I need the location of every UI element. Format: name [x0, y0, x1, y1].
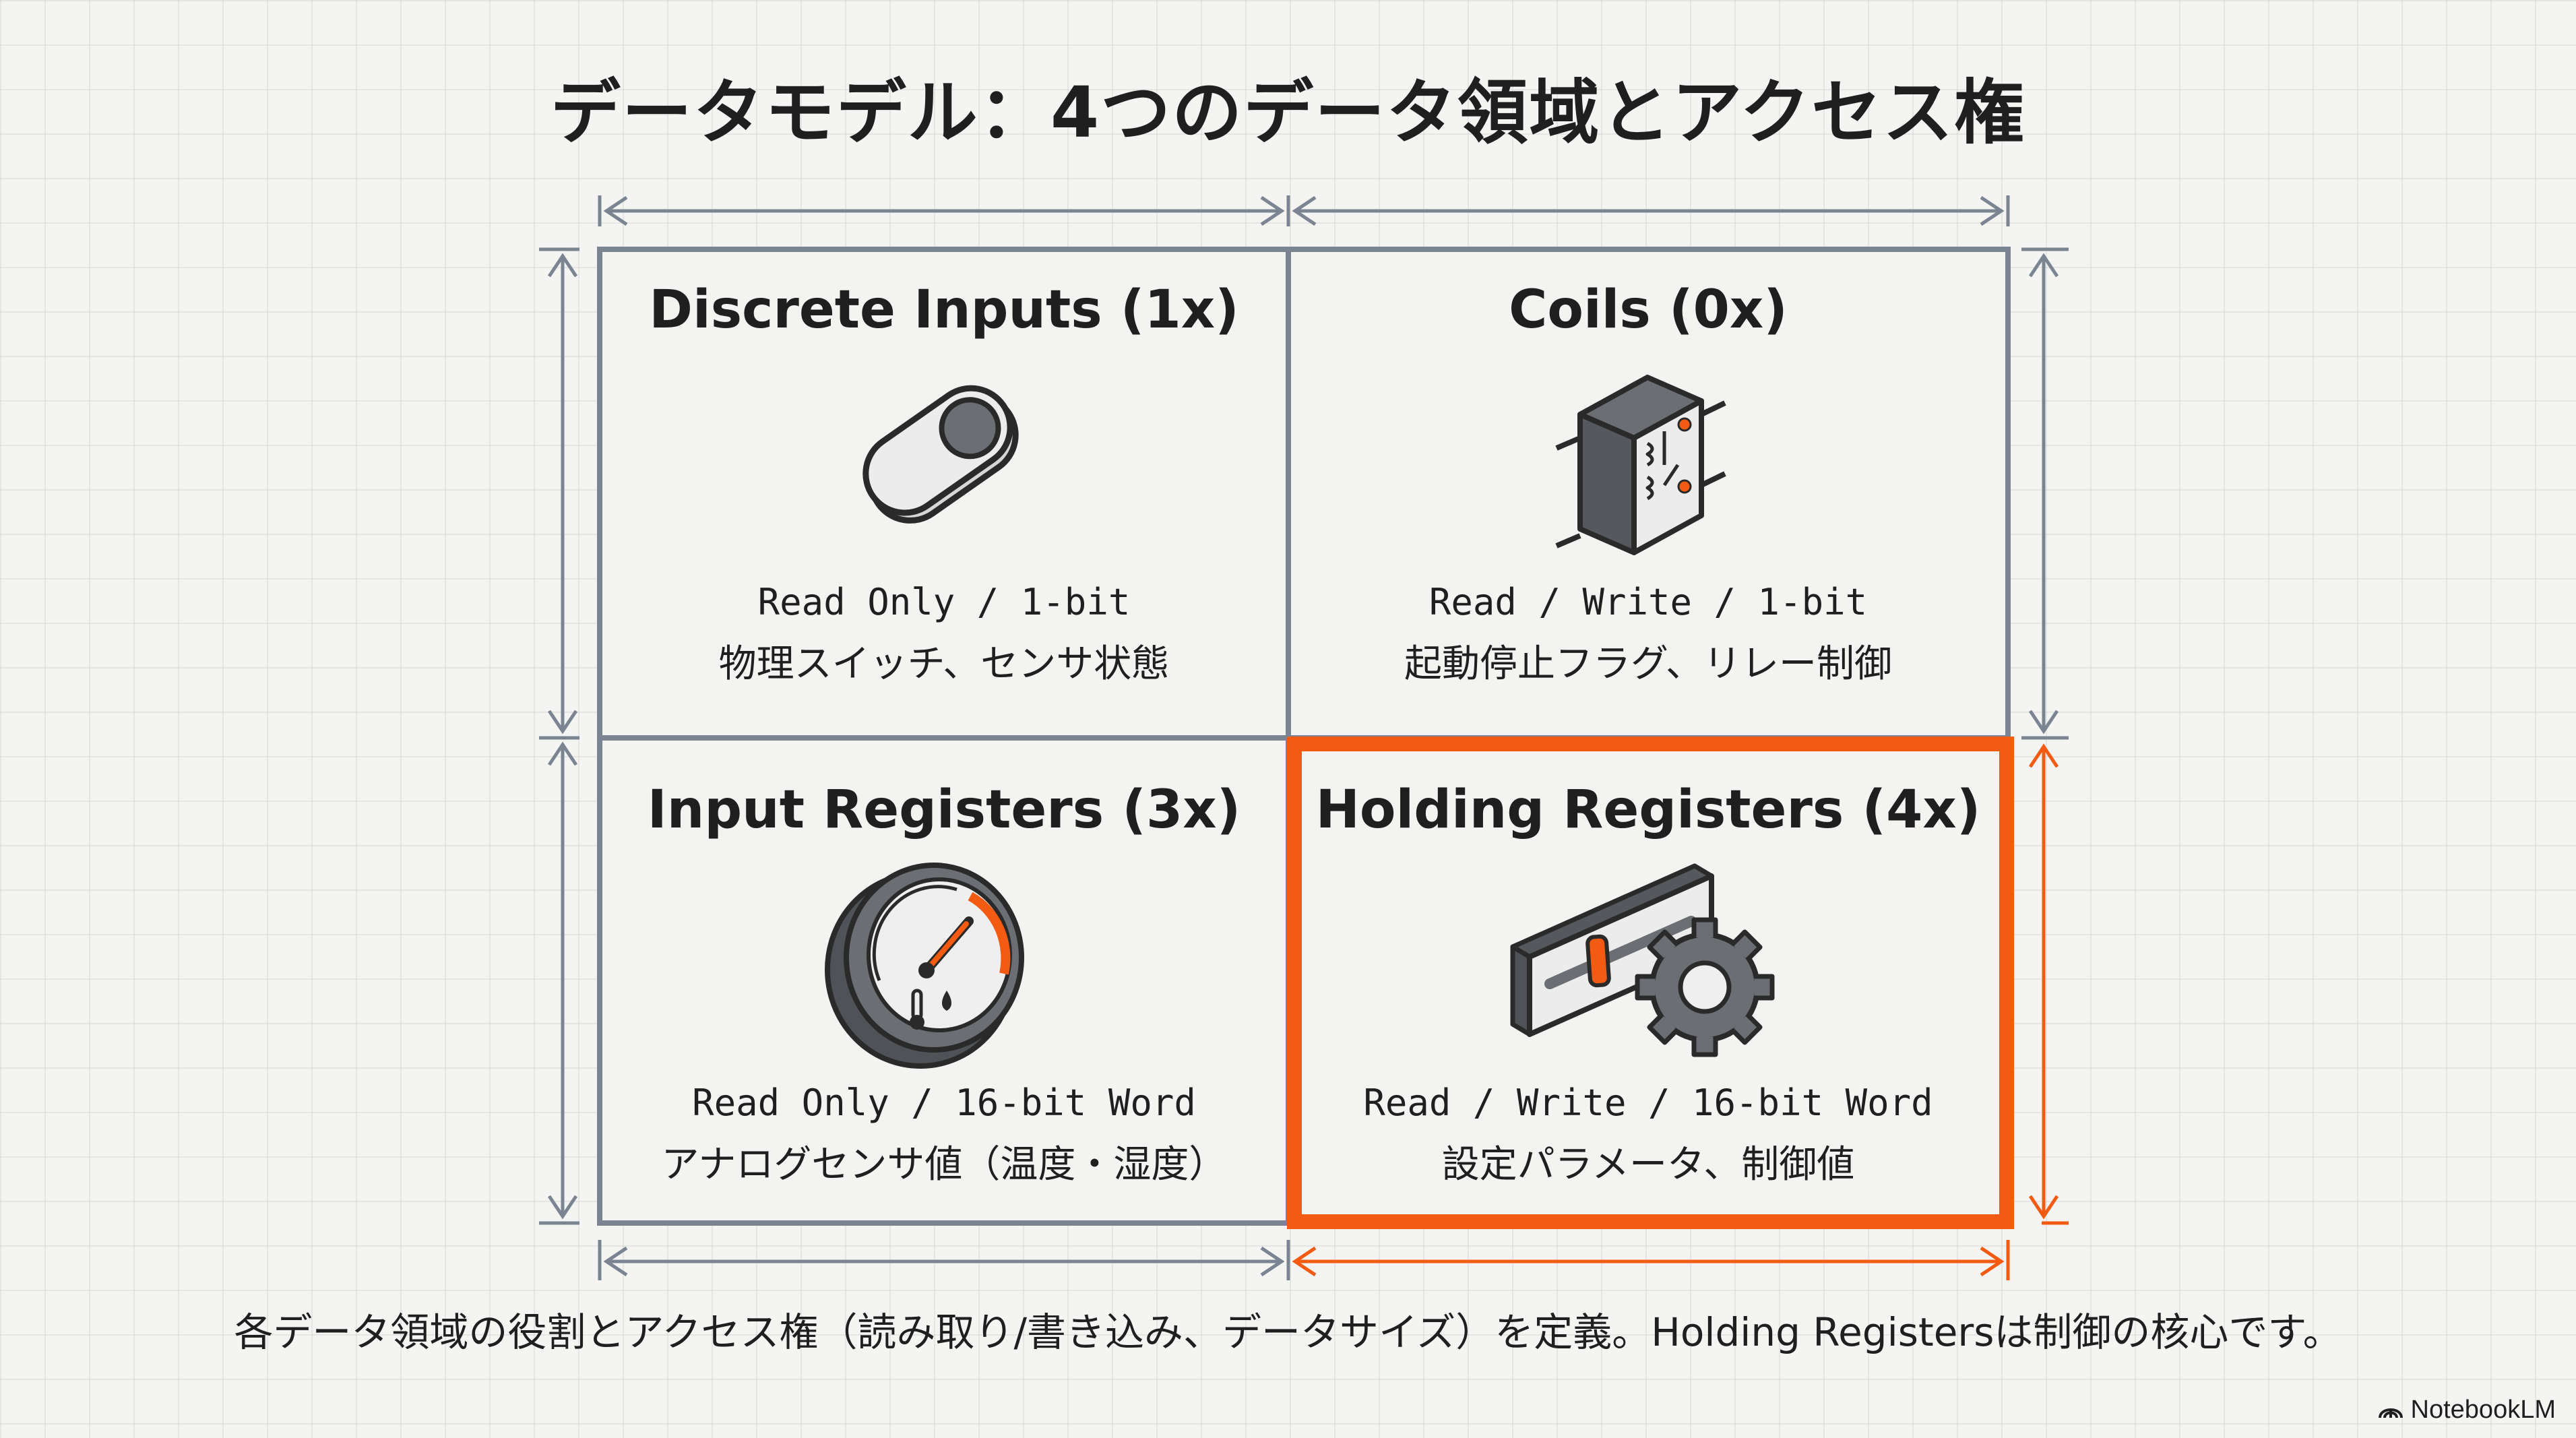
- caption: 各データ領域の役割とアクセス権（読み取り/書き込み、データサイズ）を定義。Hol…: [234, 1309, 2342, 1355]
- notebooklm-logo-icon: [2378, 1408, 2403, 1418]
- cell-access-coils: Read / Write / 1-bit: [1428, 581, 1868, 623]
- gauge-icon: [825, 863, 1024, 1069]
- left-dimension-arrows: [539, 247, 579, 1225]
- notebooklm-brand: NotebookLM: [2377, 1396, 2556, 1425]
- cell-access-holding-registers: Read / Write / 16-bit Word: [1363, 1082, 1933, 1124]
- cell-title-coils: Coils (0x): [1509, 280, 1788, 340]
- cell-title-discrete-inputs: Discrete Inputs (1x): [649, 280, 1239, 340]
- cell-description-input-registers: アナログセンサ値（温度・湿度）: [661, 1143, 1227, 1187]
- bottom-dimension-arrows: [598, 1240, 2010, 1280]
- brand-label: NotebookLM: [2410, 1396, 2556, 1424]
- cell-description-discrete-inputs: 物理スイッチ、センサ状態: [718, 642, 1170, 686]
- cell-description-holding-registers: 設定パラメータ、制御値: [1441, 1143, 1855, 1187]
- right-dimension-arrows: [2021, 247, 2069, 1225]
- toggle-switch-icon: [862, 385, 1019, 524]
- page-title: データモデル：4つのデータ領域とアクセス権: [550, 71, 2026, 154]
- cell-description-coils: 起動停止フラグ、リレー制御: [1404, 642, 1893, 686]
- cell-title-input-registers: Input Registers (3x): [647, 780, 1241, 840]
- cell-access-discrete-inputs: Read Only / 1-bit: [757, 581, 1131, 623]
- grid-frame: [597, 247, 2011, 1226]
- top-dimension-arrows: [598, 195, 2010, 226]
- holding-registers-highlight: [1287, 737, 2014, 1229]
- cell-title-holding-registers: Holding Registers (4x): [1315, 780, 1981, 840]
- slider-gear-icon: [1510, 863, 1775, 1057]
- cell-access-input-registers: Read Only / 16-bit Word: [692, 1082, 1196, 1124]
- relay-icon: [1555, 375, 1726, 555]
